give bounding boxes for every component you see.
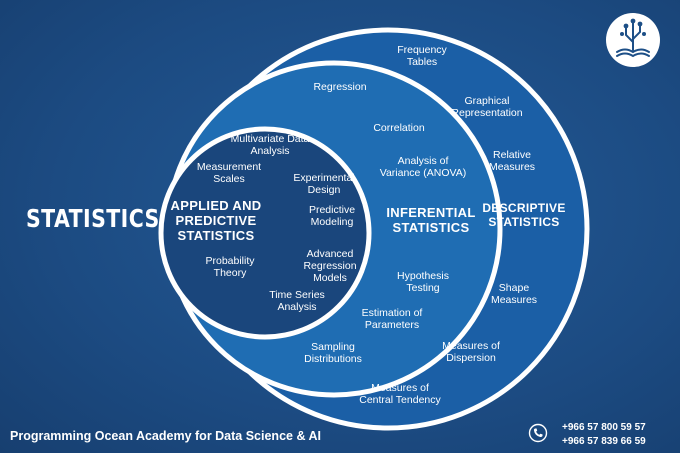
page-title: STATISTICS: [26, 204, 160, 233]
applied-circle: [158, 126, 372, 340]
logo-icon: [606, 13, 660, 67]
phone-icon: [528, 423, 548, 443]
phone-number-2[interactable]: +966 57 839 66 59: [562, 436, 646, 447]
inferential-item: Regression: [313, 81, 367, 93]
academy-name: Programming Ocean Academy for Data Scien…: [10, 429, 321, 443]
inferential-item: Correlation: [373, 122, 425, 134]
phone-number-1[interactable]: +966 57 800 59 57: [562, 422, 646, 433]
